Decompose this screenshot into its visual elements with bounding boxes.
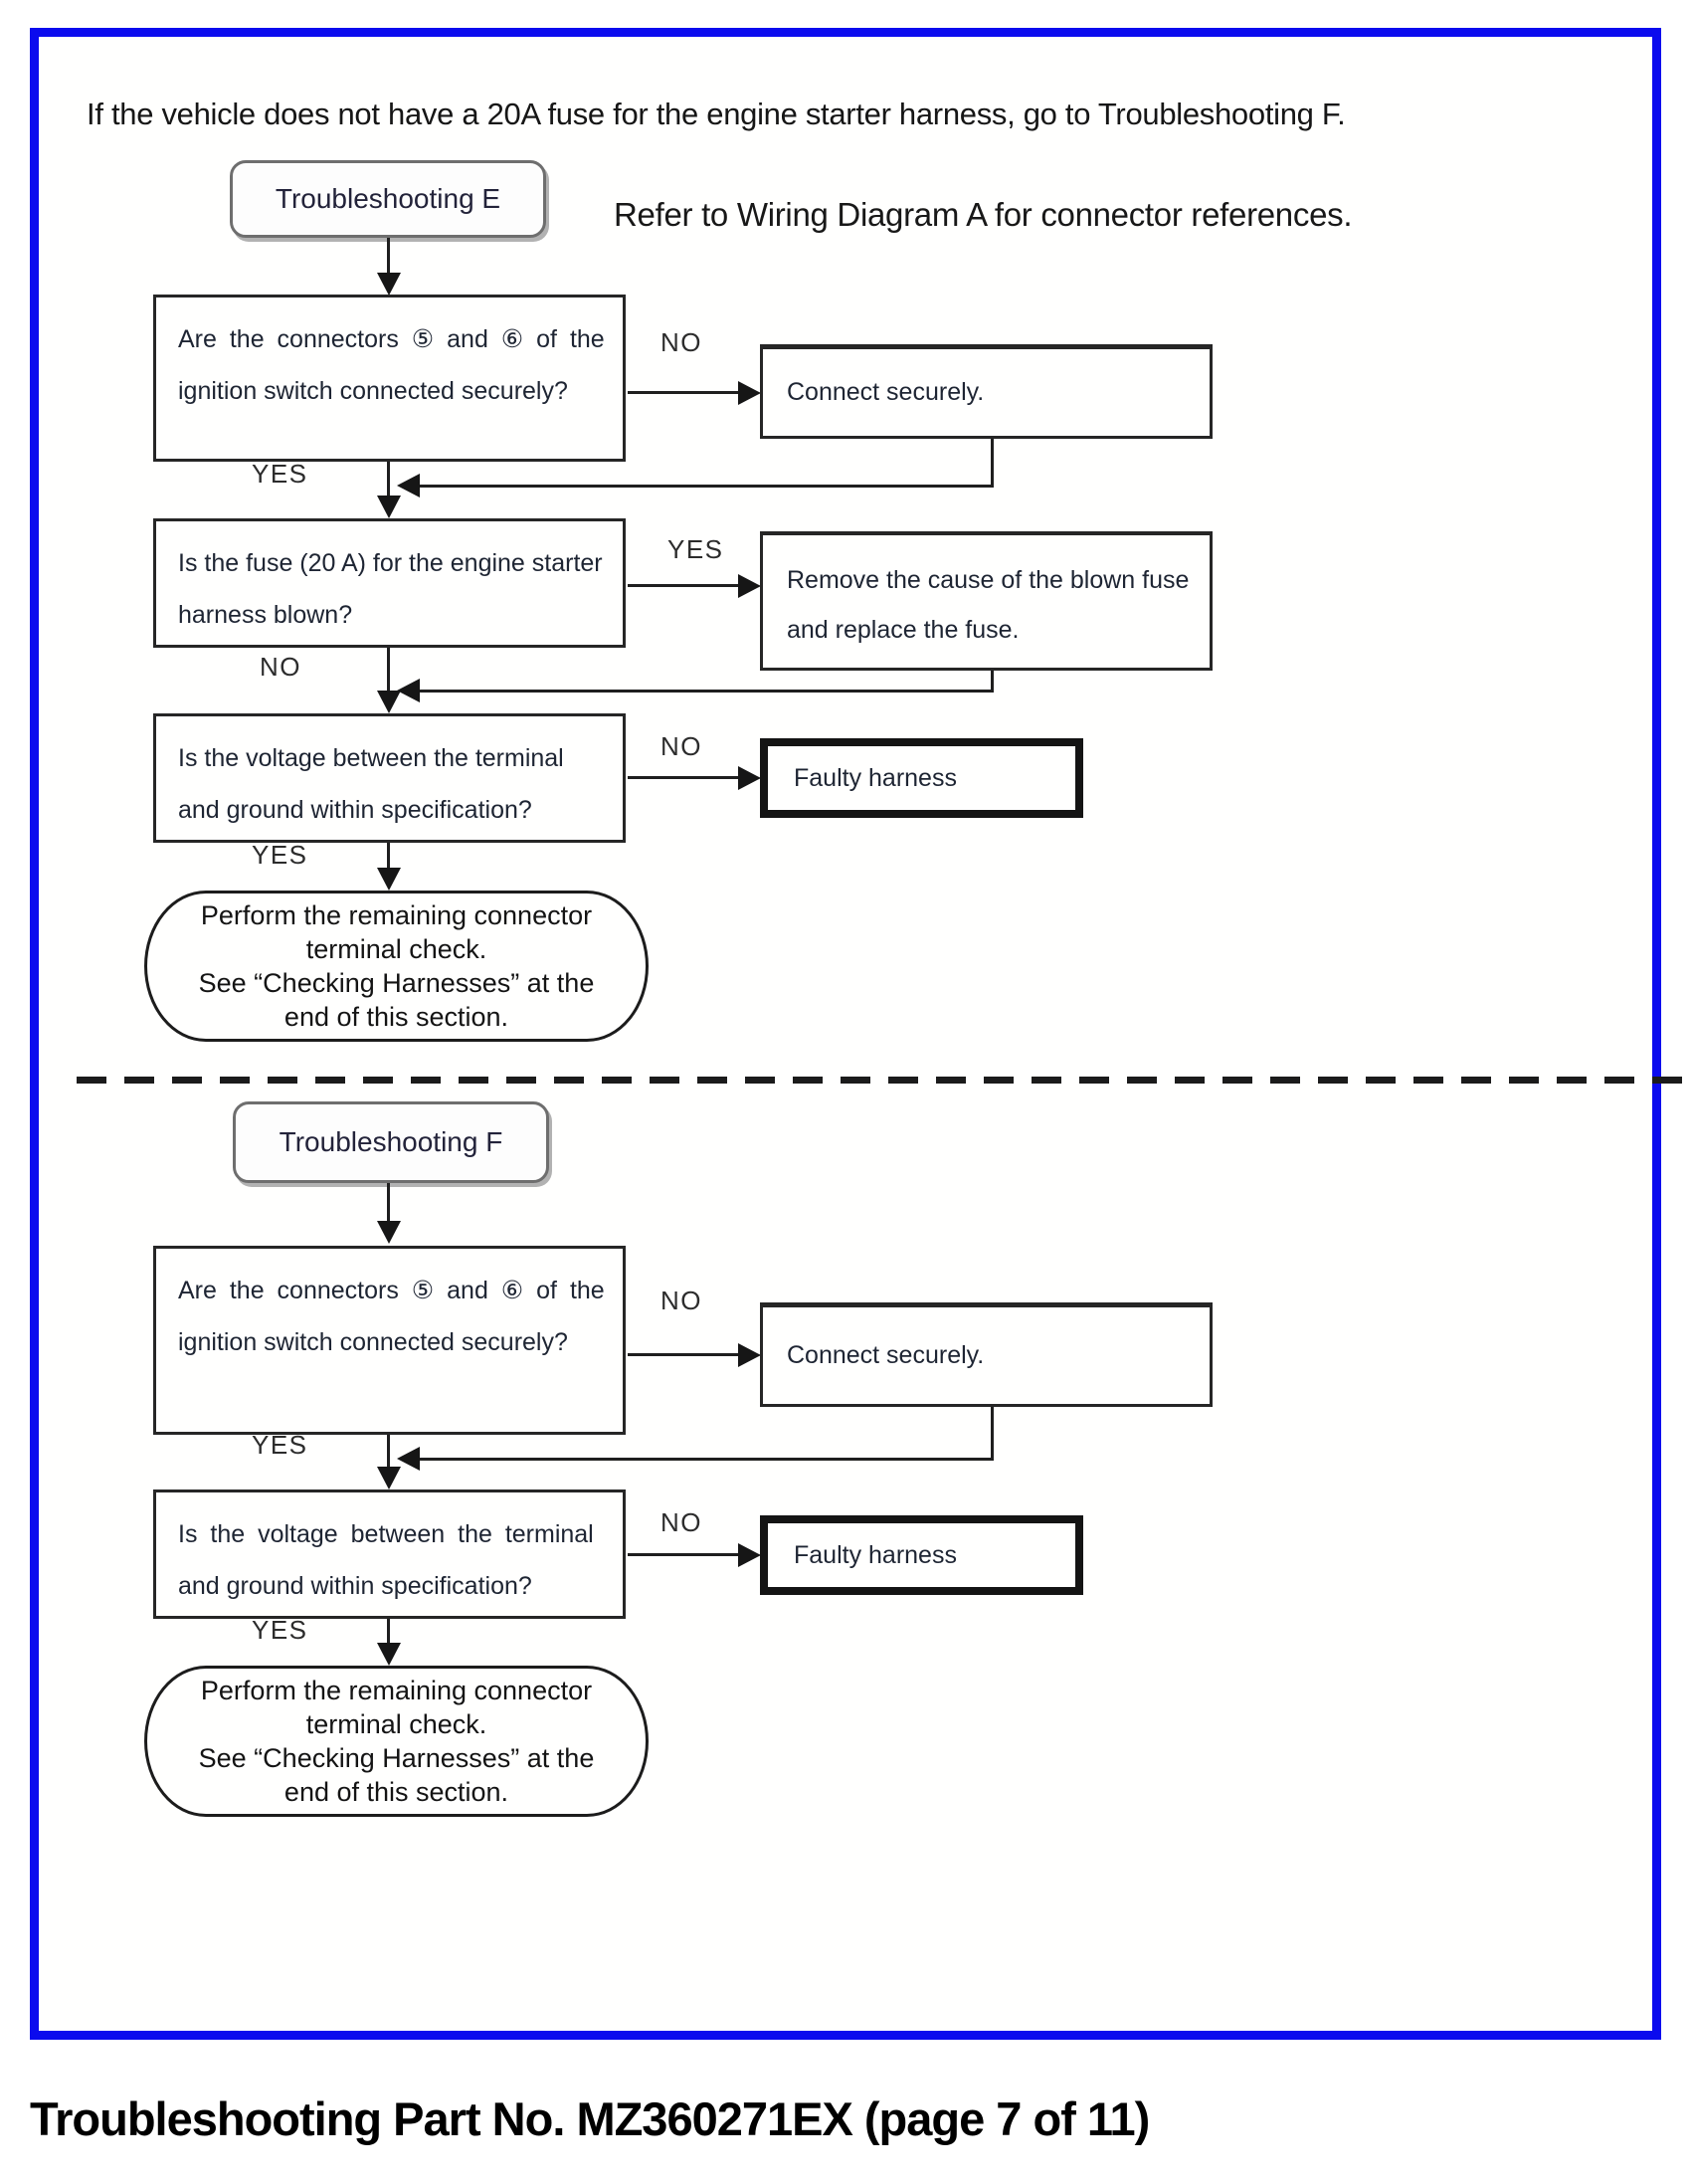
arrow-left-icon — [397, 1447, 420, 1471]
connector-line — [387, 1435, 390, 1483]
flow-f-end-line1: Perform the remaining connector — [200, 1676, 593, 1705]
flow-e-q2-line2: harness blown? — [178, 601, 353, 629]
arrow-right-icon — [738, 381, 761, 405]
flow-e-connect-box: Connect securely. — [760, 344, 1213, 439]
flow-e-end-line3: See “Checking Harnesses” at the — [198, 968, 595, 998]
flow-e-title-box: Troubleshooting E — [230, 160, 546, 238]
flow-e-q1-no-label: NO — [660, 327, 702, 357]
flow-f-title-box: Troubleshooting F — [233, 1101, 549, 1183]
flow-e-fuse-action-line1: Remove the cause of the blown fuse — [787, 566, 1190, 594]
flow-f-q2-line2: and ground within specification? — [178, 1572, 532, 1600]
arrow-left-icon — [397, 474, 420, 497]
flow-f-q1-line1: Are the connectors ⑤ and ⑥ of the — [178, 1277, 605, 1304]
flow-e-end-box: Perform the remaining connector terminal… — [144, 891, 649, 1042]
arrow-left-icon — [397, 679, 420, 702]
arrow-down-icon — [377, 868, 401, 891]
arrow-right-icon — [738, 766, 761, 790]
arrow-right-icon — [738, 1343, 761, 1367]
connector-line — [387, 648, 390, 705]
intro-text: If the vehicle does not have a 20A fuse … — [87, 97, 1346, 131]
connector-line — [387, 1619, 390, 1661]
flow-e-fuse-action-line2: and replace the fuse. — [787, 616, 1020, 644]
flow-e-q1-box: Are the connectors ⑤ and ⑥ of the igniti… — [153, 295, 626, 462]
flow-e-fuse-action-box: Remove the cause of the blown fuse and r… — [760, 531, 1213, 671]
flow-f-end-box: Perform the remaining connector terminal… — [144, 1666, 649, 1817]
connector-line — [387, 462, 390, 511]
flow-e-q3-box: Is the voltage between the terminal and … — [153, 713, 626, 843]
connector-line — [991, 671, 994, 692]
page-footer: Troubleshooting Part No. MZ360271EX (pag… — [30, 2092, 1150, 2145]
flow-e-q3-line1: Is the voltage between the terminal — [178, 744, 564, 772]
connector-line — [628, 1553, 747, 1556]
flow-e-q3-line2: and ground within specification? — [178, 796, 532, 824]
flow-f-faulty-text: Faulty harness — [794, 1540, 957, 1569]
flow-f-end-line2: terminal check. — [305, 1709, 487, 1739]
connector-line — [405, 1458, 994, 1461]
connector-line — [628, 391, 747, 394]
connector-line — [405, 690, 994, 693]
flow-e-q1-yes-label: YES — [252, 459, 308, 489]
flow-f-end-line3: See “Checking Harnesses” at the — [198, 1743, 595, 1773]
flow-f-connect-box: Connect securely. — [760, 1302, 1213, 1407]
flow-e-q3-no-label: NO — [660, 731, 702, 761]
flow-f-title: Troubleshooting F — [279, 1126, 503, 1157]
flow-e-q2-no-label: NO — [260, 652, 301, 682]
wiring-diagram-note: Refer to Wiring Diagram A for connector … — [614, 196, 1353, 233]
flow-f-faulty-box: Faulty harness — [760, 1515, 1083, 1595]
flow-f-q1-box: Are the connectors ⑤ and ⑥ of the igniti… — [153, 1246, 626, 1435]
flow-f-q1-yes-label: YES — [252, 1430, 308, 1460]
arrow-down-icon — [377, 1467, 401, 1489]
flow-e-q3-yes-label: YES — [252, 840, 308, 870]
flow-e-end-line4: end of this section. — [283, 1002, 509, 1032]
flow-e-q2-yes-label: YES — [667, 534, 724, 564]
arrow-down-icon — [377, 691, 401, 713]
arrow-right-icon — [738, 574, 761, 598]
connector-line — [405, 485, 994, 488]
connector-line — [628, 584, 747, 587]
flow-e-title: Troubleshooting E — [275, 183, 501, 214]
flow-e-q1-line2: ignition switch connected securely? — [178, 377, 568, 405]
connector-line — [628, 1353, 747, 1356]
arrow-down-icon — [377, 273, 401, 296]
flow-e-faulty-box: Faulty harness — [760, 738, 1083, 818]
flow-e-end-line1: Perform the remaining connector — [200, 900, 593, 930]
connector-line — [991, 439, 994, 487]
flow-f-q2-no-label: NO — [660, 1507, 702, 1537]
connector-line — [628, 776, 747, 779]
flow-f-q1-line2: ignition switch connected securely? — [178, 1328, 568, 1356]
arrow-down-icon — [377, 1221, 401, 1244]
flow-f-q2-yes-label: YES — [252, 1615, 308, 1645]
connector-line — [991, 1407, 994, 1460]
flow-f-q2-line1: Is the voltage between the terminal — [178, 1520, 594, 1548]
flow-e-q1-line1: Are the connectors ⑤ and ⑥ of the — [178, 325, 605, 353]
connector-line — [387, 1183, 390, 1236]
flow-f-q2-box: Is the voltage between the terminal and … — [153, 1489, 626, 1619]
connector-line — [387, 238, 390, 290]
arrow-right-icon — [738, 1543, 761, 1567]
flow-e-connect-text: Connect securely. — [787, 378, 985, 406]
flow-e-q2-line1: Is the fuse (20 A) for the engine starte… — [178, 549, 603, 577]
flow-e-end-line2: terminal check. — [305, 934, 487, 964]
flow-e-q2-box: Is the fuse (20 A) for the engine starte… — [153, 518, 626, 648]
arrow-down-icon — [377, 1643, 401, 1666]
page-border-frame: If the vehicle does not have a 20A fuse … — [30, 28, 1692, 2040]
section-divider — [77, 1077, 1692, 1084]
connector-line — [387, 843, 390, 885]
flow-f-end-line4: end of this section. — [283, 1777, 509, 1807]
flow-f-q1-no-label: NO — [660, 1286, 702, 1315]
flow-e-faulty-text: Faulty harness — [794, 763, 957, 792]
flow-f-connect-text: Connect securely. — [787, 1341, 985, 1369]
arrow-down-icon — [377, 496, 401, 518]
